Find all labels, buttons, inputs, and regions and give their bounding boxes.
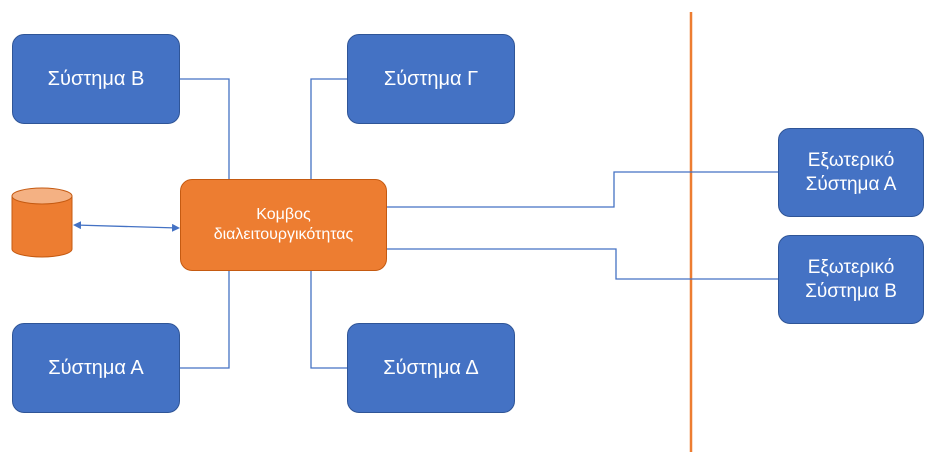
external-system-b-box: Εξωτερικό Σύστημα Β (778, 235, 924, 324)
connector-system-d-hub (310, 271, 347, 369)
external-system-b-label-line1: Εξωτερικό (807, 256, 895, 278)
system-d-label: Σύστημα Δ (383, 356, 479, 379)
hub-label-line2: διαλειτουργικότητας (213, 226, 354, 243)
external-system-a-box: Εξωτερικό Σύστημα Α (778, 128, 924, 217)
interoperability-hub-box: Κομβος διαλειτουργικότητας (180, 179, 387, 271)
system-a-label: Σύστημα Α (48, 356, 144, 379)
system-g-box: Σύστημα Γ (347, 34, 515, 124)
system-b-box: Σύστημα Β (12, 34, 180, 124)
connector-database-hub (73, 221, 180, 232)
connector-system-a-hub (180, 271, 230, 369)
external-system-a-label-line1: Εξωτερικό (807, 149, 895, 171)
connector-system-b-hub (180, 78, 230, 179)
connector-system-g-hub (310, 78, 347, 179)
external-system-b-label-line2: Σύστημα Β (805, 280, 897, 302)
system-a-box: Σύστημα Α (12, 323, 180, 413)
system-g-label: Σύστημα Γ (383, 67, 479, 90)
hub-label-line1: Κομβος (256, 206, 311, 223)
external-system-a-label-line2: Σύστημα Α (805, 173, 897, 195)
system-d-box: Σύστημα Δ (347, 323, 515, 413)
system-b-label: Σύστημα Β (47, 67, 145, 90)
connector-hub-external-b (333, 248, 778, 280)
database-icon (11, 187, 73, 258)
connector-hub-external-a (346, 171, 778, 208)
